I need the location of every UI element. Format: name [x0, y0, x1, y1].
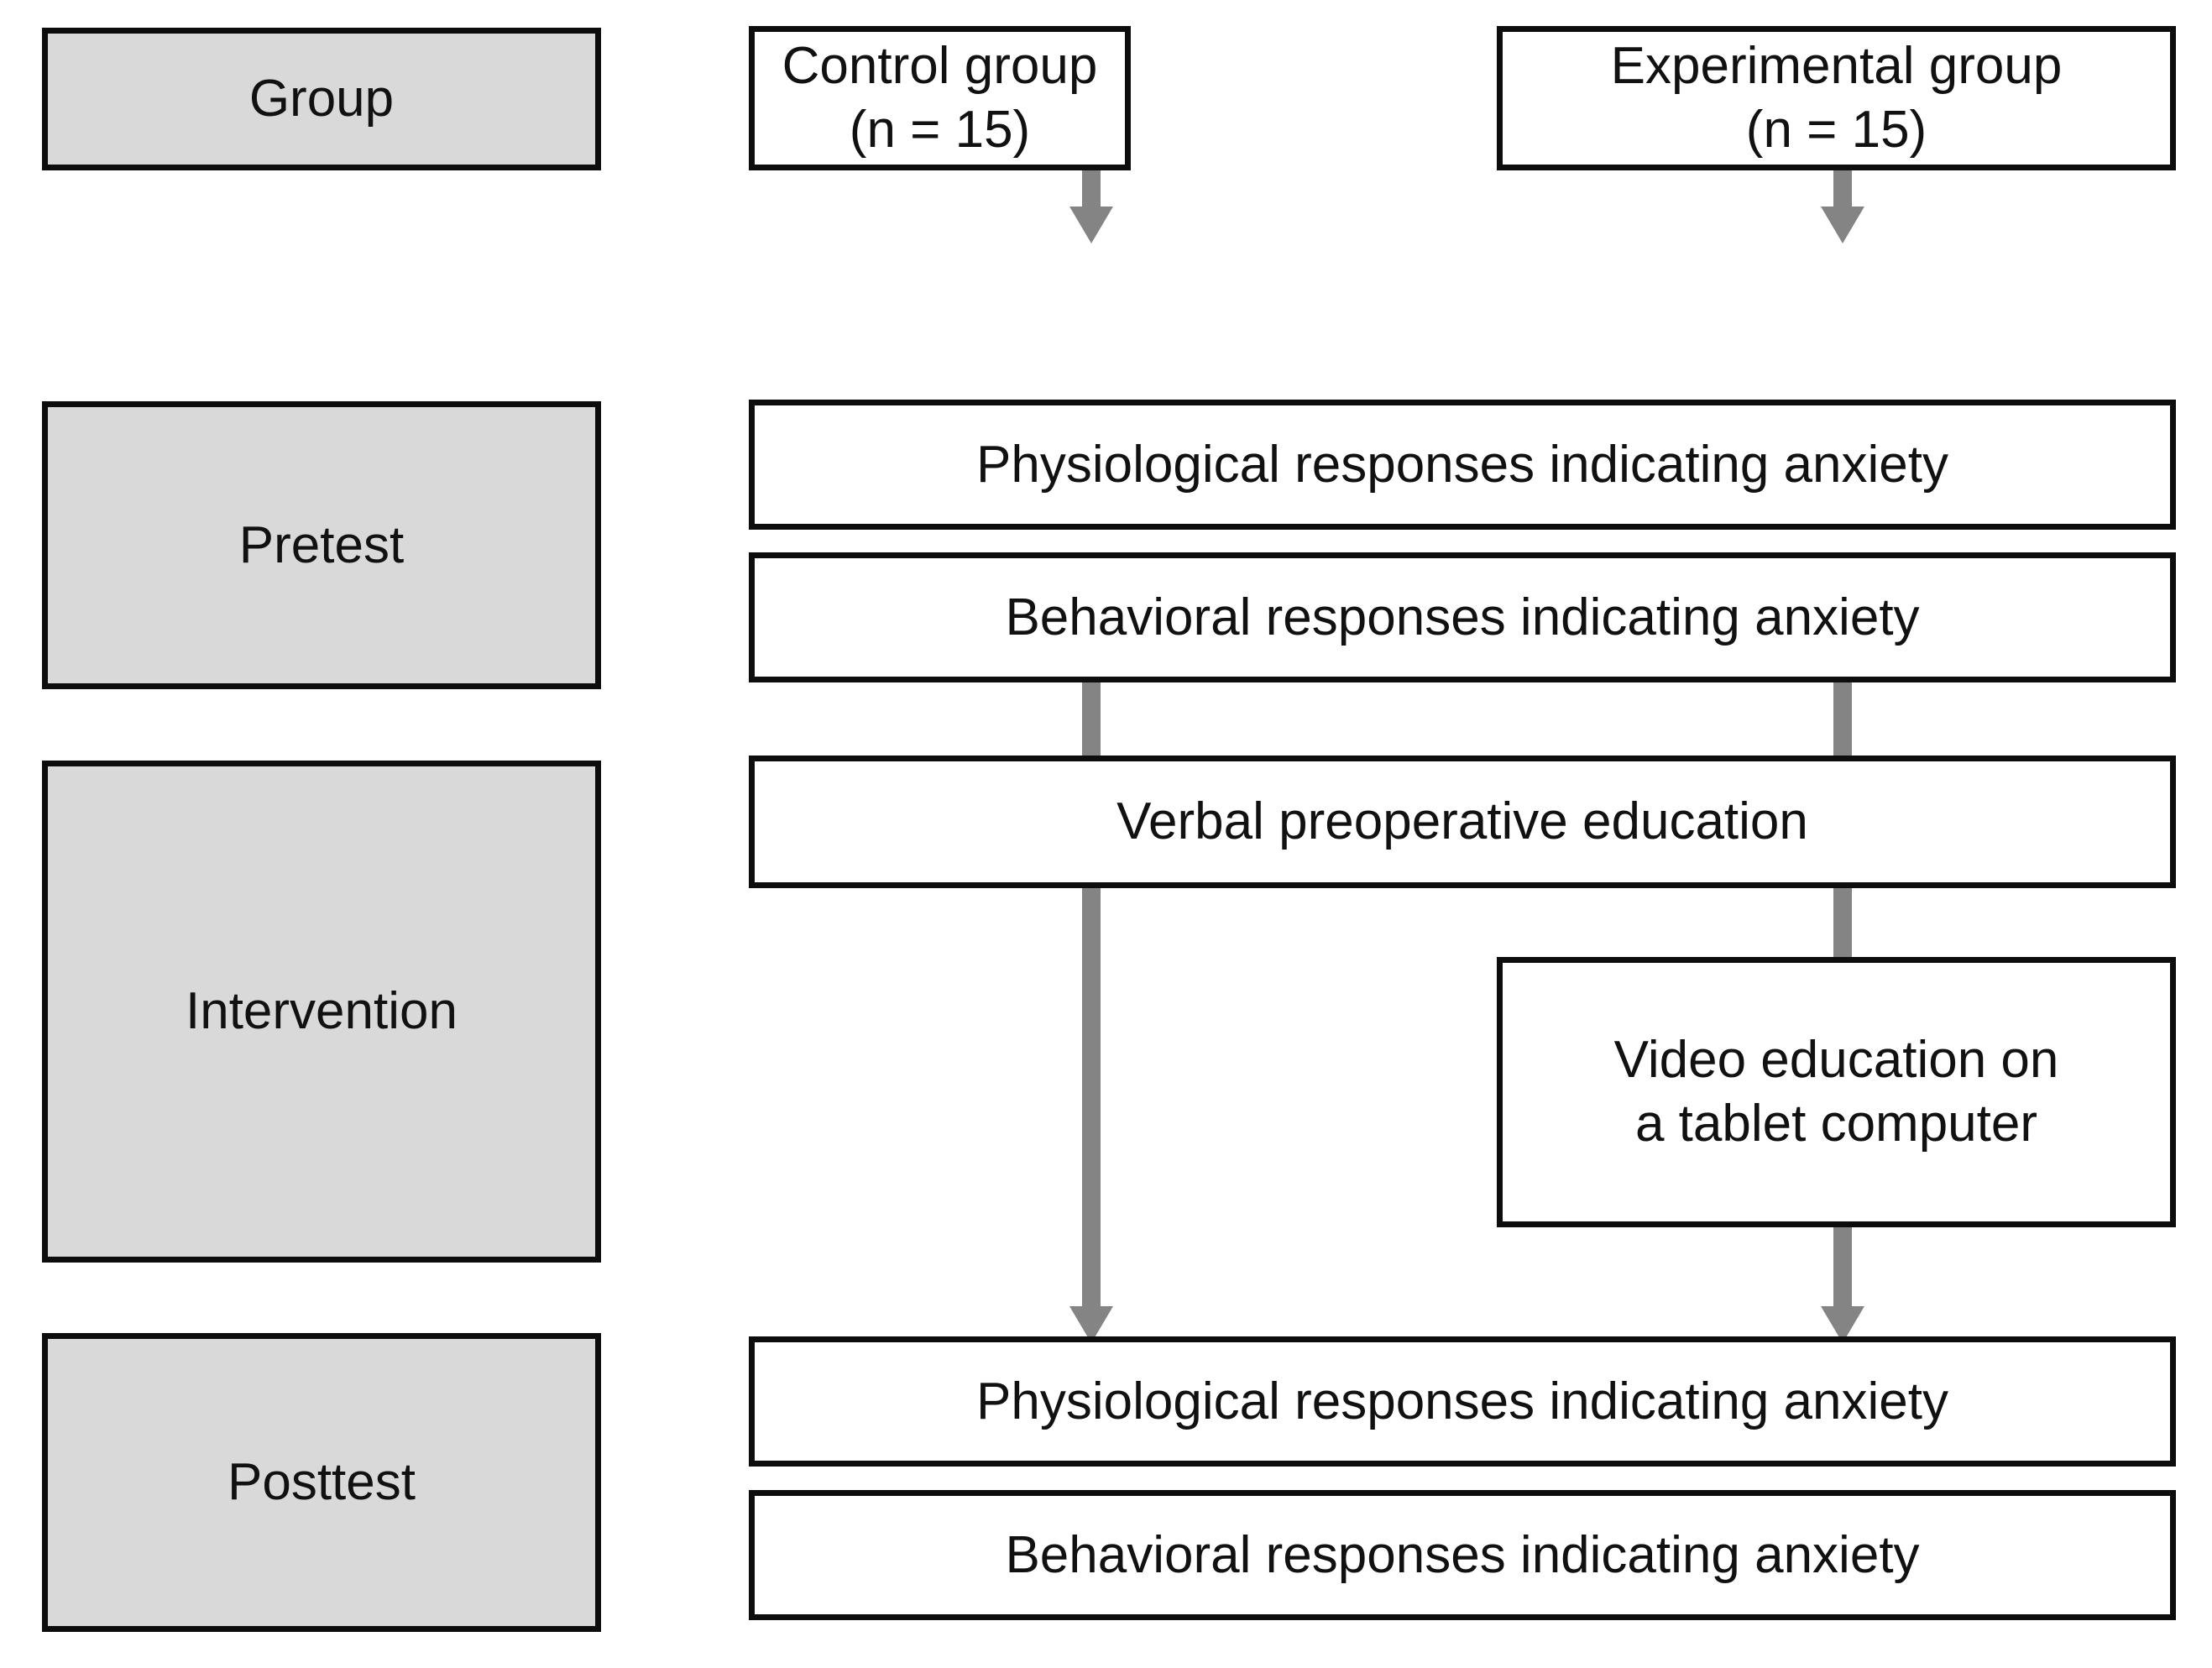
video-education-line1: Video education on: [1613, 1031, 2059, 1090]
stage-label-pretest: Pretest: [42, 401, 601, 689]
node-pretest-behavioral: Behavioral responses indicating anxiety: [749, 552, 2176, 682]
arrow-video-education-to-posttest: [1817, 1209, 1868, 1343]
control-group-line1: Control group: [782, 37, 1098, 96]
verbal-education-label: Verbal preoperative education: [1116, 792, 1808, 851]
arrow-control-to-pretest: [1066, 168, 1116, 243]
pretest-physiological-label: Physiological responses indicating anxie…: [976, 435, 1948, 494]
stage-label-intervention: Intervention: [42, 761, 601, 1263]
stage-label-posttest: Posttest: [42, 1333, 601, 1632]
experimental-group-line2: (n = 15): [1745, 101, 1927, 159]
stage-label-group-text: Group: [248, 70, 395, 128]
posttest-physiological-label: Physiological responses indicating anxie…: [976, 1372, 1948, 1430]
node-experimental-group: Experimental group (n = 15): [1497, 26, 2176, 170]
node-verbal-education: Verbal preoperative education: [749, 756, 2176, 888]
node-posttest-physiological: Physiological responses indicating anxie…: [749, 1336, 2176, 1467]
posttest-behavioral-label: Behavioral responses indicating anxiety: [1005, 1525, 1920, 1584]
pretest-behavioral-label: Behavioral responses indicating anxiety: [1005, 588, 1920, 646]
node-control-group: Control group (n = 15): [749, 26, 1131, 170]
arrow-verbal-education-to-posttest: [1066, 886, 1116, 1343]
stage-label-posttest-text: Posttest: [227, 1453, 416, 1512]
stage-label-intervention-text: Intervention: [186, 982, 458, 1041]
node-posttest-behavioral: Behavioral responses indicating anxiety: [749, 1490, 2176, 1620]
control-group-line2: (n = 15): [849, 101, 1031, 159]
node-pretest-physiological: Physiological responses indicating anxie…: [749, 400, 2176, 530]
node-video-education: Video education on a tablet computer: [1497, 957, 2176, 1227]
video-education-line2: a tablet computer: [1634, 1095, 2038, 1153]
arrow-experimental-to-pretest: [1817, 168, 1868, 243]
experimental-group-line1: Experimental group: [1610, 37, 2063, 96]
stage-label-pretest-text: Pretest: [238, 515, 405, 574]
stage-label-group: Group: [42, 28, 601, 170]
